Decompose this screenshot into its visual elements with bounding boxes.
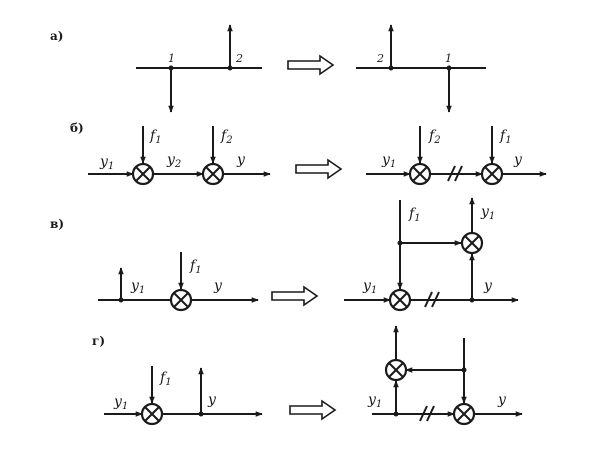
summator-icon xyxy=(452,402,476,426)
section-b-label: б) xyxy=(70,121,84,135)
label-y1: y1 xyxy=(381,152,396,170)
summator-icon xyxy=(460,231,484,255)
label-f1: f1 xyxy=(189,258,202,276)
break-icon xyxy=(447,165,463,182)
branch-point-1 xyxy=(168,65,174,71)
section-a: а) 1 2 2 1 xyxy=(50,24,486,113)
break-icon xyxy=(419,405,435,422)
label-f1: f1 xyxy=(149,128,162,146)
transform-arrow-icon xyxy=(289,399,337,421)
summator-icon xyxy=(384,358,408,382)
label-y1: y1 xyxy=(130,278,145,296)
section-v-left-diagram: y1 y f1 xyxy=(98,252,259,312)
summator-icon xyxy=(388,288,412,312)
label-y: y xyxy=(207,392,217,408)
section-a-left-diagram: 1 2 xyxy=(136,24,262,113)
branch-point-2 xyxy=(227,65,233,71)
branch-point-1 xyxy=(446,65,452,71)
label-f2: f2 xyxy=(220,128,233,146)
label-y1: y1 xyxy=(367,392,382,410)
transform-arrow-icon xyxy=(271,285,319,307)
summator-icon xyxy=(131,162,155,186)
label-y: y xyxy=(513,152,523,168)
section-b: б) y1 y2 y f1 f2 xyxy=(70,121,547,186)
point-label-1: 1 xyxy=(168,52,175,65)
label-y: y xyxy=(497,392,507,408)
summator-icon xyxy=(169,288,193,312)
section-a-label: а) xyxy=(50,29,63,43)
transform-arrow-icon xyxy=(287,54,335,76)
transform-arrow-icon xyxy=(295,158,343,180)
summator-icon xyxy=(140,402,164,426)
section-a-right-diagram: 2 1 xyxy=(356,24,486,113)
label-y1: y1 xyxy=(362,278,377,296)
summator-icon xyxy=(408,162,432,186)
section-g-right-diagram: y1 y xyxy=(367,325,523,426)
section-b-right-diagram: y1 y f2 f1 xyxy=(366,126,547,186)
label-y: y xyxy=(483,278,493,294)
label-y: y xyxy=(213,278,223,294)
label-y1: y1 xyxy=(113,394,128,412)
label-f2: f2 xyxy=(428,128,441,146)
section-v-right-diagram: y1 y f1 y1 xyxy=(344,197,519,312)
summator-icon xyxy=(480,162,504,186)
branch-point xyxy=(118,297,124,303)
section-g-left-diagram: y1 y f1 xyxy=(104,366,263,426)
section-v-label: в) xyxy=(50,217,64,231)
label-f1: f1 xyxy=(159,370,172,388)
section-b-left-diagram: y1 y2 y f1 f2 xyxy=(88,126,271,186)
label-y1-top: y1 xyxy=(480,204,495,222)
point-label-2: 2 xyxy=(376,52,384,65)
point-label-2: 2 xyxy=(235,52,243,65)
label-y2: y2 xyxy=(166,152,181,170)
section-v: в) y1 y f1 xyxy=(50,197,519,312)
section-g: г) y1 y f1 xyxy=(92,325,523,426)
label-f1: f1 xyxy=(408,206,421,224)
label-y1: y1 xyxy=(99,154,114,172)
point-label-1: 1 xyxy=(445,52,452,65)
break-icon xyxy=(424,291,440,308)
branch-point-2 xyxy=(388,65,394,71)
summator-icon xyxy=(201,162,225,186)
label-y: y xyxy=(236,152,246,168)
label-f1: f1 xyxy=(499,128,512,146)
section-g-label: г) xyxy=(92,334,105,348)
